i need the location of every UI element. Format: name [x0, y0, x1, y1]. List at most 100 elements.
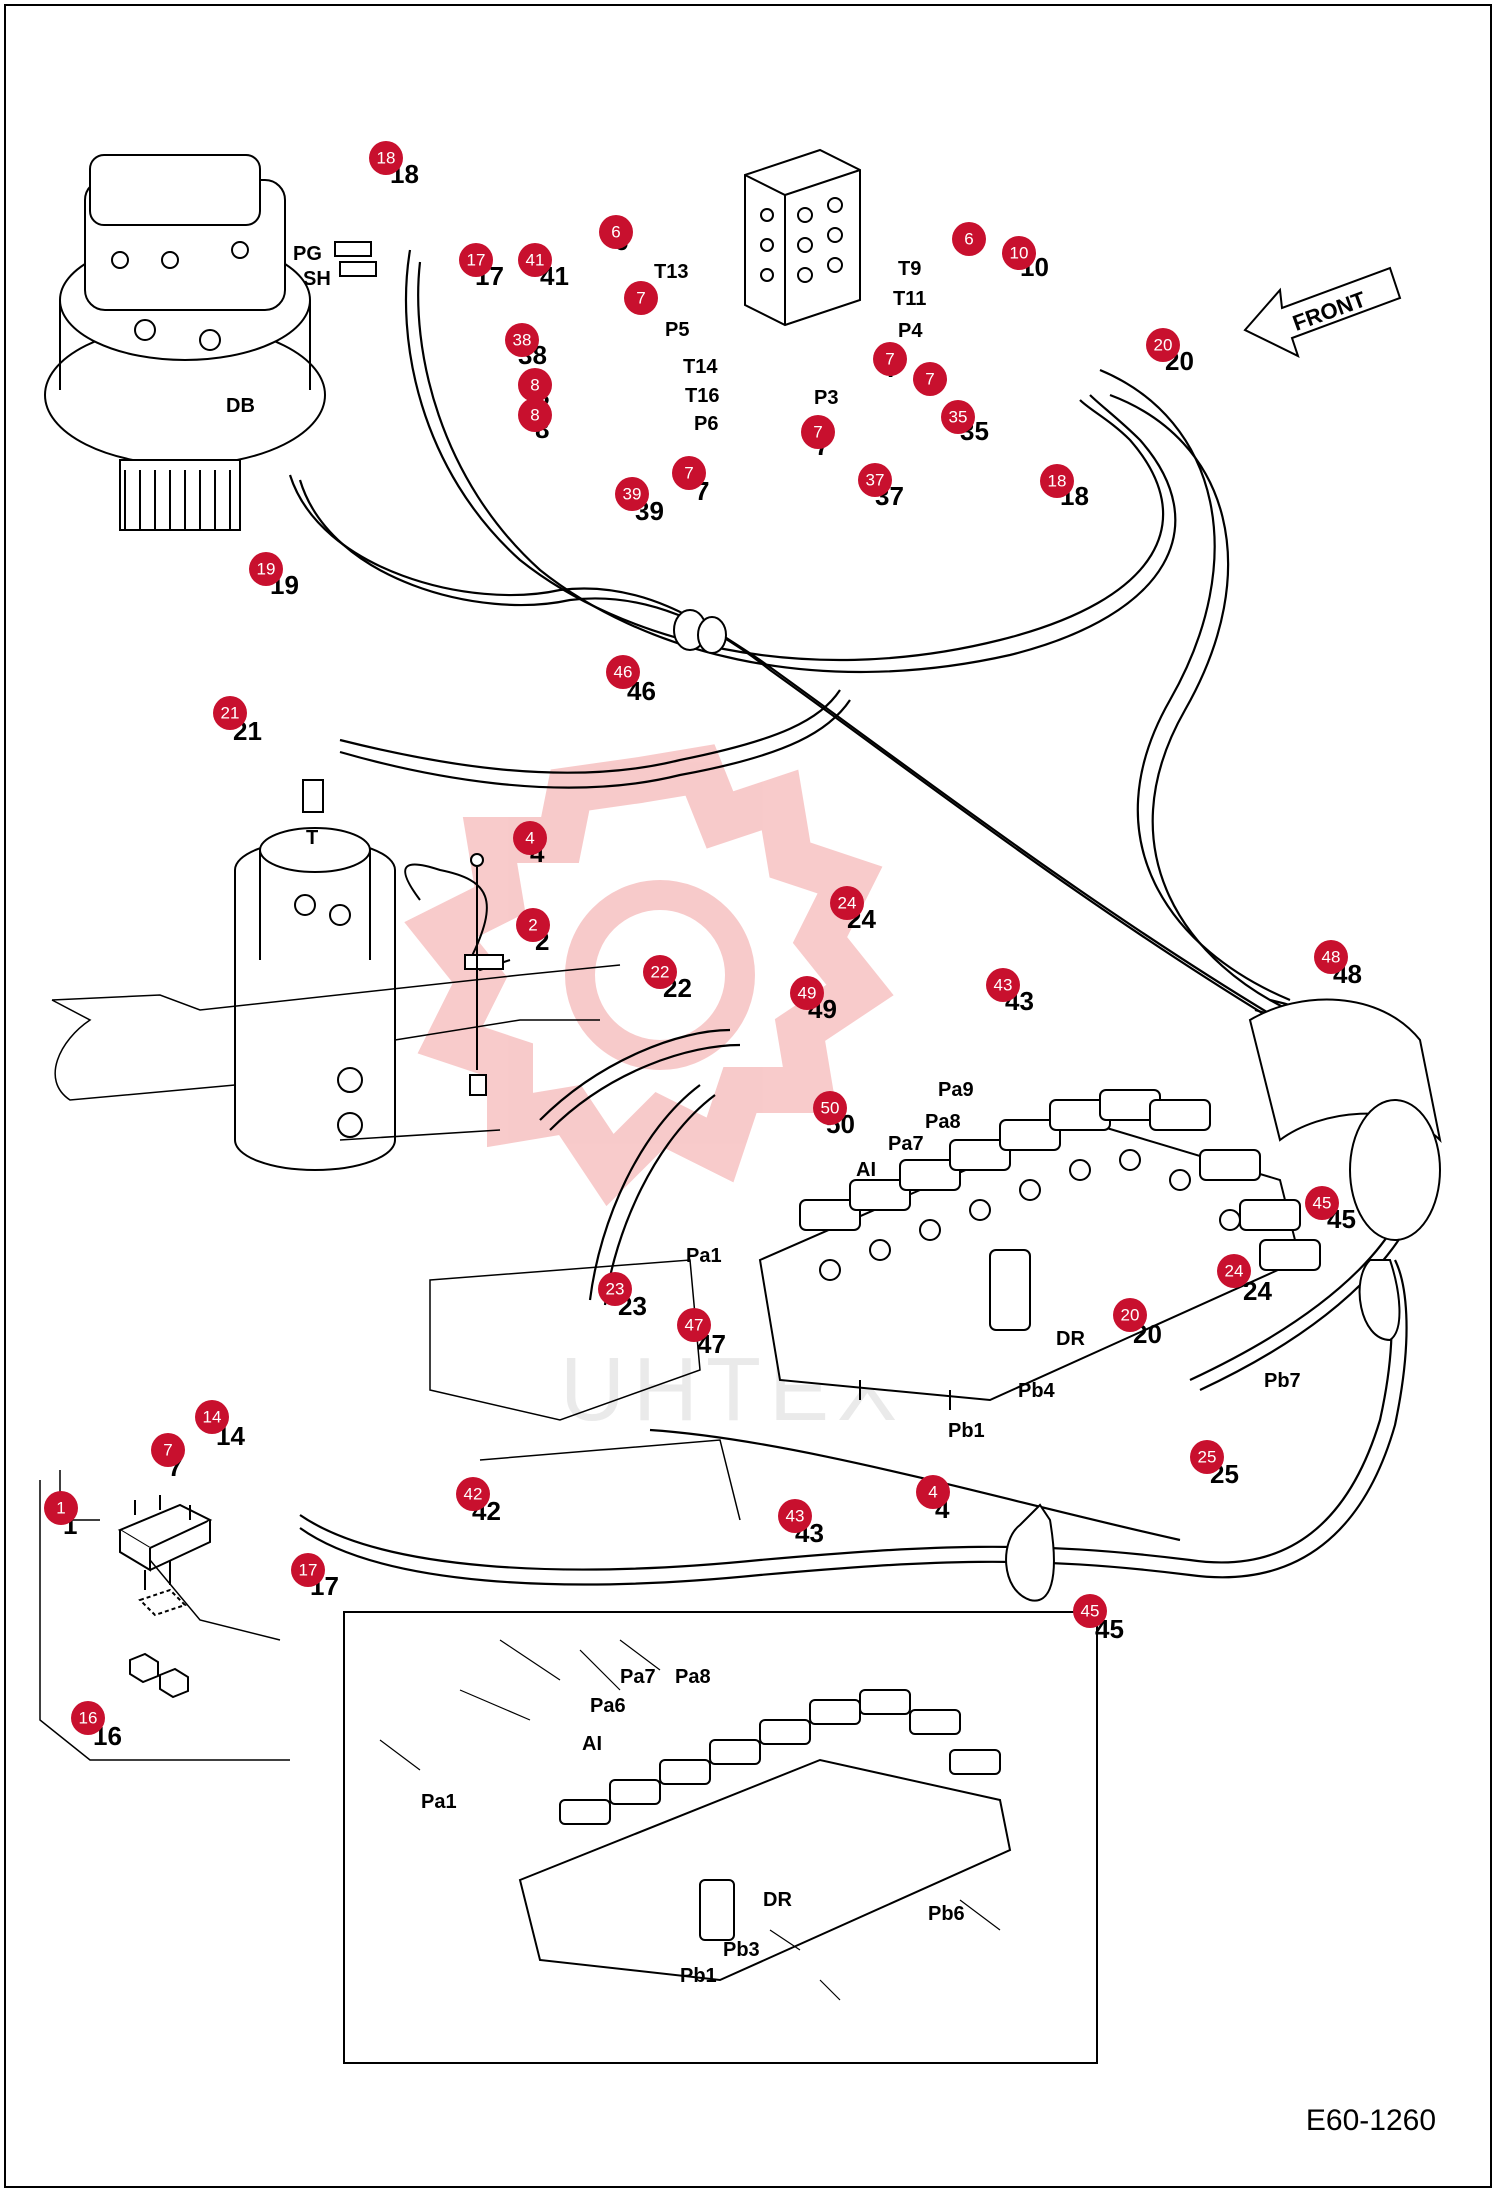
port-labels: PG SH DB T T13 T9 T11 P5 P4 T14 T16 P3 P… [226, 243, 1301, 1987]
port-label-pb1: Pb1 [948, 1420, 985, 1442]
port-label-ai: AI [856, 1159, 876, 1181]
callout-badge-label: 21 [221, 704, 240, 723]
callout-badge-label: 7 [813, 423, 822, 442]
callout-badge-label: 45 [1081, 1602, 1100, 1621]
callout-badge-label: 17 [299, 1561, 318, 1580]
callout-badge-label: 46 [614, 663, 633, 682]
callout-badge [195, 1400, 229, 1434]
callout-badge [516, 908, 550, 942]
callout-badge [213, 696, 247, 730]
callout-badge [916, 1475, 950, 1509]
callout-badge [518, 368, 552, 402]
callout-badge [518, 243, 552, 277]
callout-badge-label: 6 [964, 230, 973, 249]
callout-badge [598, 1272, 632, 1306]
callout-badge [456, 1477, 490, 1511]
frame-structure [51, 964, 741, 1521]
callout-badge [913, 362, 947, 396]
front-arrow: FRONT [1243, 266, 1402, 358]
callout-badge [369, 141, 403, 175]
callout-badge-label: 6 [611, 223, 620, 242]
callout-badge-label: 37 [866, 471, 885, 490]
watermark-logo: UHTEX [404, 744, 897, 1440]
hose-sleeve [1248, 998, 1442, 1241]
callouts: 1818171741416677383888883939776610107777… [44, 141, 1362, 1751]
inset-label-pa8: Pa8 [675, 1666, 711, 1688]
callout-badge-label: 19 [257, 560, 276, 579]
swivel-joint [234, 779, 396, 1171]
callout-badge [813, 1091, 847, 1125]
hose-clamp-46 [673, 609, 727, 654]
callout-badge-label: 17 [467, 251, 486, 270]
callout-badge [952, 222, 986, 256]
inset-label-pa7: Pa7 [620, 1666, 656, 1688]
callout-badge [1002, 236, 1036, 270]
callout-badge-label: 50 [821, 1099, 840, 1118]
callout-badge-label: 42 [464, 1485, 483, 1504]
port-label-p6: P6 [694, 413, 718, 435]
port-label-t16: T16 [685, 385, 719, 407]
port-label-t11: T11 [893, 288, 926, 310]
callout-badge [615, 477, 649, 511]
callout-badge [518, 398, 552, 432]
callout-badge-label: 18 [1048, 472, 1067, 491]
port-label-pa7: Pa7 [888, 1133, 924, 1155]
port-label-pa9: Pa9 [938, 1079, 974, 1101]
callout-badge [1217, 1254, 1251, 1288]
port-label-t14: T14 [683, 356, 718, 378]
callout-badge-label: 48 [1322, 948, 1341, 967]
callout-badge [1113, 1298, 1147, 1332]
callout-number: 24 [1243, 1276, 1272, 1306]
main-control-valve [758, 1089, 1321, 1410]
port-label-t9: T9 [898, 258, 921, 280]
inset-label-pa6: Pa6 [590, 1695, 626, 1717]
callout-badge-label: 24 [1225, 1262, 1244, 1281]
callout-badge [624, 281, 658, 315]
callout-badge-label: 20 [1121, 1306, 1140, 1325]
document-code: E60-1260 [1305, 2104, 1436, 2137]
port-label-pa8: Pa8 [925, 1111, 961, 1133]
callout-badge-label: 4 [928, 1483, 937, 1502]
port-label-pg: PG [293, 243, 322, 265]
diagram-frame [4, 4, 1492, 2188]
hose-clamp-45 [1005, 1259, 1401, 1602]
callout-badge [873, 342, 907, 376]
manifold-block [744, 148, 861, 327]
callout-badge [672, 456, 706, 490]
callout-badge [1314, 940, 1348, 974]
callout-badge [1305, 1186, 1339, 1220]
callout-badge-label: 18 [377, 149, 396, 168]
callout-badge [1146, 328, 1180, 362]
callout-badge [291, 1553, 325, 1587]
callout-badge [858, 463, 892, 497]
inset-label-dr: DR [763, 1889, 792, 1911]
callout-badge-label: 38 [513, 331, 532, 350]
clamp [404, 853, 511, 1096]
callout-badge [1040, 464, 1074, 498]
callout-badge-label: 7 [636, 289, 645, 308]
callout-badge-label: 43 [994, 976, 1013, 995]
callout-badge-label: 7 [163, 1441, 172, 1460]
callout-badge [606, 655, 640, 689]
callout-badge-label: 7 [925, 370, 934, 389]
port-label-sh: SH [303, 268, 331, 290]
callout-badge [599, 215, 633, 249]
callout-badge-label: 7 [885, 350, 894, 369]
port-label-pa1: Pa1 [686, 1245, 722, 1267]
callout-badge [71, 1701, 105, 1735]
callout-badge-label: 8 [530, 406, 539, 425]
port-label-pb4: Pb4 [1018, 1380, 1056, 1402]
port-label-pb7: Pb7 [1264, 1370, 1301, 1392]
port-label-db: DB [226, 395, 255, 417]
callout-badge-label: 8 [530, 376, 539, 395]
callout-badge [830, 886, 864, 920]
callout-badge-label: 22 [651, 963, 670, 982]
inset-label-pb6: Pb6 [928, 1903, 965, 1925]
callout-badge-label: 20 [1154, 336, 1173, 355]
callout-badge-label: 23 [606, 1280, 625, 1299]
callout-badge-label: 7 [684, 464, 693, 483]
port-label-p4: P4 [898, 320, 923, 342]
callout-badge-label: 1 [56, 1499, 65, 1518]
callout-badge [1190, 1440, 1224, 1474]
